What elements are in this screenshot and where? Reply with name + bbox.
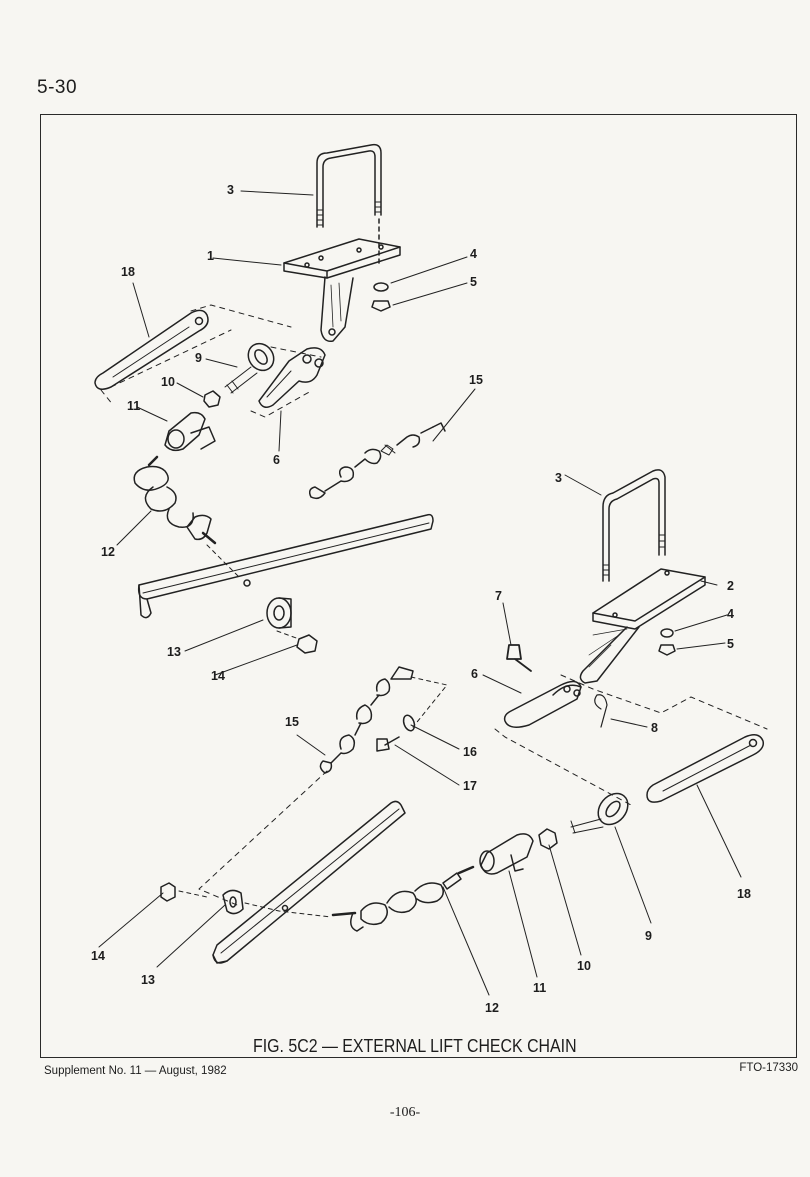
callout-9-upper: 9 — [195, 351, 202, 365]
callout-1: 1 — [207, 249, 214, 263]
callout-18-right: 18 — [737, 887, 751, 901]
callout-9-right: 9 — [645, 929, 652, 943]
eye-bolt-upper — [224, 342, 275, 394]
chain-right — [331, 865, 475, 932]
drawbar-upper — [137, 513, 434, 619]
callout-8: 8 — [651, 721, 658, 735]
callout-18-upper: 18 — [121, 265, 135, 279]
callout-16: 16 — [463, 745, 477, 759]
callout-11-right: 11 — [533, 981, 547, 995]
drawbar-lower — [212, 800, 406, 964]
callout-15-upper: 15 — [469, 373, 483, 387]
chain-upper — [133, 455, 217, 545]
callout-6-right: 6 — [471, 667, 478, 681]
exploded-parts-diagram — [94, 143, 768, 996]
section-page-number: 5-30 — [37, 77, 78, 98]
callout-2: 2 — [727, 579, 734, 593]
callout-13-upper: 13 — [167, 645, 181, 659]
callout-5-upper: 5 — [470, 275, 477, 289]
callout-12-right: 12 — [485, 1001, 499, 1015]
callout-14-lower: 14 — [91, 949, 105, 963]
page-footer-number: -106- — [389, 1105, 421, 1120]
callout-7: 7 — [495, 589, 502, 603]
bracket-upper — [283, 238, 401, 343]
eye-bolt-right — [570, 792, 629, 834]
leader-lines — [98, 190, 742, 996]
callout-3-right: 3 — [555, 471, 562, 485]
callout-15-lower: 15 — [285, 715, 299, 729]
u-bolt-right — [602, 469, 666, 582]
figure-frame: 3 1 18 4 5 9 10 11 6 15 12 13 14 3 2 4 5… — [40, 114, 797, 1058]
callout-4-upper: 4 — [470, 247, 477, 261]
callout-10-upper: 10 — [161, 375, 175, 389]
check-chain-lower — [319, 666, 414, 774]
figure-caption: FIG. 5C2 — EXTERNAL LIFT CHECK CHAIN — [253, 1035, 577, 1056]
callout-3-upper: 3 — [227, 183, 234, 197]
u-bolt-upper — [316, 143, 382, 266]
pin-right — [479, 833, 534, 875]
bracket-right — [579, 568, 706, 684]
callout-12-upper: 12 — [101, 545, 115, 559]
callout-17: 17 — [463, 779, 477, 793]
callout-10-right: 10 — [577, 959, 591, 973]
callout-11-upper: 11 — [127, 399, 141, 413]
pin-upper — [164, 411, 216, 452]
callout-13-lower: 13 — [141, 973, 155, 987]
figure-reference-code: FTO-17330 — [739, 1062, 798, 1074]
supplement-note: Supplement No. 11 — August, 1982 — [44, 1065, 227, 1077]
callout-6-upper: 6 — [273, 453, 280, 467]
callout-14-upper: 14 — [211, 669, 225, 683]
clevis-right — [503, 680, 582, 728]
check-chain-upper — [308, 422, 446, 500]
callout-4-right: 4 — [727, 607, 734, 621]
callout-5-right: 5 — [727, 637, 734, 651]
guide-bar-right — [646, 734, 765, 803]
clevis-upper — [258, 347, 326, 408]
guide-bar-upper — [94, 309, 209, 390]
